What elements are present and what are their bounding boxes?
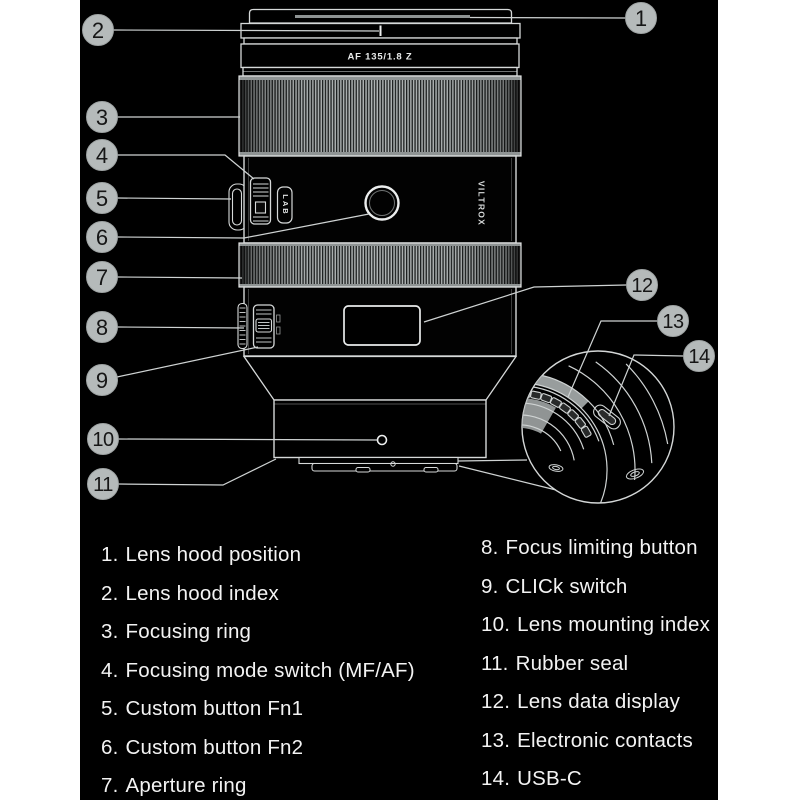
callout-9: 9 [86, 364, 118, 396]
callout-line-9 [116, 346, 259, 378]
magnifier-connector-line [457, 459, 528, 462]
legend-item-2: 2.Lens hood index [101, 581, 279, 605]
callout-12: 12 [626, 269, 658, 301]
svg-text:6: 6 [96, 225, 108, 250]
legend-item-4: 4.Focusing mode switch (MF/AF) [101, 658, 415, 682]
lens-mounting-index-dot [376, 434, 388, 446]
rubber-seal-ring [311, 462, 458, 472]
legend-item-8: 8.Focus limiting button [481, 536, 698, 559]
svg-text:8: 8 [96, 315, 108, 340]
legend-item-7: 7.Aperture ring [101, 774, 247, 797]
lens-lower-body [237, 286, 517, 357]
legend-item-6: 6.Custom button Fn2 [101, 735, 304, 759]
lens-mid-body: LAB VILTROX [228, 155, 517, 244]
mount-barrel [273, 399, 487, 459]
callout-line-1 [469, 16, 626, 19]
svg-text:5: 5 [96, 186, 108, 211]
callout-line-10 [117, 438, 378, 441]
fn1-button [231, 188, 243, 226]
mount-screw [548, 464, 564, 472]
label-ring: AF 135/1.8 Z [240, 37, 520, 77]
callout-line-4 [117, 154, 255, 180]
legend-item-14: 14.USB-C [481, 767, 582, 790]
svg-text:4: 4 [96, 143, 108, 168]
switch-marking [276, 314, 281, 323]
callout-line-11 [117, 458, 277, 486]
callout-1: 1 [625, 2, 657, 34]
brand-text: VILTROX [477, 181, 487, 226]
callout-2: 2 [82, 14, 114, 46]
callout-8: 8 [86, 311, 118, 343]
svg-text:14: 14 [688, 346, 710, 368]
legend-item-10: 10.Lens mounting index [481, 613, 711, 636]
svg-text:3: 3 [96, 105, 108, 130]
svg-text:10: 10 [92, 429, 114, 451]
svg-text:13: 13 [662, 311, 684, 333]
magnifier-connector-line [458, 465, 557, 491]
switch-marking [276, 326, 281, 335]
legend-right-column: 8.Focus limiting button 9.CLICk switch 1… [481, 537, 710, 790]
legend-item-13: 13.Electronic contacts [481, 728, 693, 752]
callout-lines [113, 16, 684, 491]
callout-5: 5 [86, 182, 118, 214]
callout-line-2 [113, 29, 380, 32]
callout-circles: 1 2 3 4 5 6 7 8 [82, 2, 715, 500]
lab-badge-text: LAB [281, 194, 290, 215]
svg-text:9: 9 [96, 368, 108, 393]
legend-item-5: 5.Custom button Fn1 [101, 697, 304, 720]
lens-diagram: AF 135/1.8 Z [82, 2, 715, 504]
aperture-ring [238, 242, 522, 288]
callout-line-12 [423, 284, 627, 323]
callout-line-7 [117, 276, 243, 279]
legend-item-11: 11.Rubber seal [481, 651, 629, 675]
callout-10: 10 [87, 423, 119, 455]
callout-7: 7 [86, 261, 118, 293]
mount-taper [242, 355, 518, 401]
callout-line-13 [567, 320, 657, 398]
callout-line-5 [117, 197, 232, 200]
focus-limiting-button [237, 302, 248, 350]
callout-line-8 [117, 326, 245, 329]
lab-badge: LAB [276, 186, 293, 224]
focusing-ring [238, 75, 522, 157]
svg-text:2: 2 [92, 18, 104, 43]
legend-item-1: 1.Lens hood position [101, 543, 302, 566]
svg-text:12: 12 [631, 275, 653, 297]
callout-line-14 [608, 354, 684, 417]
callout-3: 3 [86, 101, 118, 133]
bayonet-mount [298, 456, 459, 473]
legend-left-column: 1.Lens hood position 2.Lens hood index 3… [101, 544, 415, 797]
fn2-button [364, 185, 400, 221]
callout-14: 14 [683, 340, 715, 372]
af-mf-switch [249, 177, 272, 225]
legend-item-3: 3.Focusing ring [101, 620, 252, 643]
lens-data-display [343, 305, 421, 346]
callout-11: 11 [87, 468, 119, 500]
callout-6: 6 [86, 221, 118, 253]
legend-item-12: 12.Lens data display [481, 690, 681, 713]
callout-4: 4 [86, 139, 118, 171]
legend-item-9: 9.CLICk switch [481, 574, 628, 598]
mount-screw [625, 468, 645, 480]
svg-text:11: 11 [93, 474, 113, 496]
click-switch [252, 304, 281, 349]
callout-line-6 [117, 213, 370, 239]
svg-text:1: 1 [635, 6, 647, 31]
poster: AF 135/1.8 Z [80, 0, 718, 800]
lens-model-label: AF 135/1.8 Z [347, 52, 412, 63]
lens-hood [248, 8, 513, 24]
svg-text:7: 7 [96, 265, 108, 290]
callout-13: 13 [657, 305, 689, 337]
